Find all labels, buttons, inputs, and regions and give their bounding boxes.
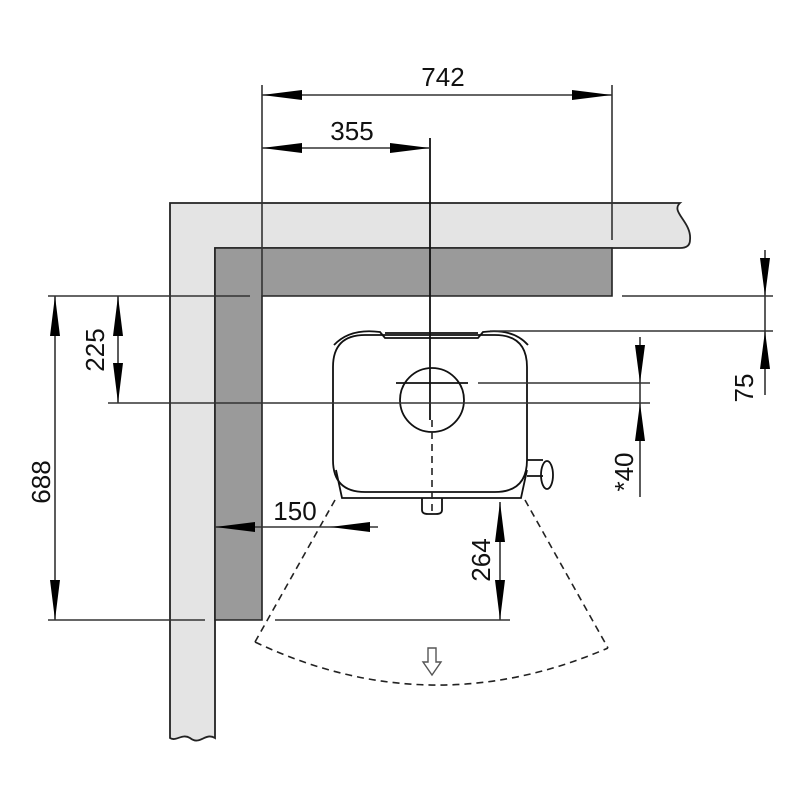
dim-40: *40 (609, 452, 639, 491)
stove (332, 330, 554, 515)
insulation (214, 247, 613, 621)
dim-742: 742 (421, 62, 464, 92)
dim-688: 688 (26, 460, 56, 503)
dim-264: 264 (466, 538, 496, 581)
dim-355: 355 (330, 116, 373, 146)
dim-150: 150 (273, 496, 316, 526)
clearance-zone (254, 499, 609, 686)
arrow-down-icon (421, 647, 443, 677)
dim-75: 75 (729, 374, 759, 403)
dim-225: 225 (80, 328, 110, 371)
